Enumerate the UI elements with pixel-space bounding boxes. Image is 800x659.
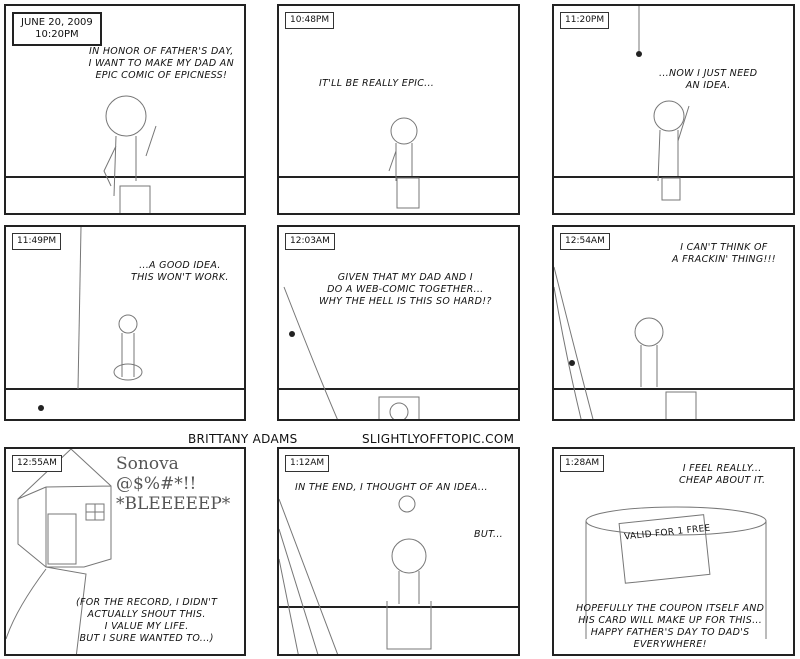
timestamp: 10:48PM xyxy=(285,12,335,29)
caption: ...A GOOD IDEA. THIS WON'T WORK. xyxy=(131,260,229,283)
panel-6-drawing xyxy=(554,266,793,419)
timestamp: 12:54AM xyxy=(560,233,610,250)
panel-8-drawing xyxy=(279,495,518,654)
timestamp: 1:28AM xyxy=(560,455,605,472)
caption: ...NOW I JUST NEED AN IDEA. xyxy=(659,68,758,91)
caption-2: HOPEFULLY THE COUPON ITSELF AND HIS CARD… xyxy=(576,603,765,650)
timestamp: 12:55AM xyxy=(12,455,62,472)
caption: (FOR THE RECORD, I DIDN'T ACTUALLY SHOUT… xyxy=(76,597,218,644)
panel-8: 1:12AM IN THE END, I THOUGHT OF AN IDEA.… xyxy=(277,447,520,656)
caption: I CAN'T THINK OF A FRACKIN' THING!!! xyxy=(672,242,776,265)
timestamp: 1:12AM xyxy=(285,455,330,472)
panel-6: 12:54AM I CAN'T THINK OF A FRACKIN' THIN… xyxy=(552,225,795,421)
caption: I FEEL REALLY... CHEAP ABOUT IT. xyxy=(679,463,766,486)
panel-9: 1:28AM I FEEL REALLY... CHEAP ABOUT IT. … xyxy=(552,447,795,656)
timestamp: 11:49PM xyxy=(12,233,62,250)
caption: IN HONOR OF FATHER'S DAY, I WANT TO MAKE… xyxy=(88,46,234,81)
scrawled-curse: Sonova @$%#*!! *BLEEEEEP* xyxy=(116,454,231,514)
panel-1-drawing xyxy=(6,95,244,213)
panel-9-drawing xyxy=(585,506,767,639)
caption: GIVEN THAT MY DAD AND I DO A WEB-COMIC T… xyxy=(319,272,492,307)
panel-7: 12:55AM Sonova @$%#*!! *BLEEEEEP* (FOR T… xyxy=(4,447,246,656)
site-credit: SLIGHTLYOFFTOPIC.COM xyxy=(362,432,515,446)
panel-2-drawing xyxy=(279,117,518,209)
panel-7-drawing xyxy=(6,449,112,654)
author-credit: BRITTANY ADAMS xyxy=(188,432,298,446)
panel-4: 11:49PM ...A GOOD IDEA. THIS WON'T WORK. xyxy=(4,225,246,421)
time-label: 10:20PM xyxy=(35,29,79,40)
timestamp: 12:03AM xyxy=(285,233,335,250)
caption: IT'LL BE REALLY EPIC... xyxy=(319,78,435,89)
panel-5: 12:03AM GIVEN THAT MY DAD AND I DO A WEB… xyxy=(277,225,520,421)
panel-3-drawing xyxy=(554,6,793,201)
caption-2: BUT... xyxy=(474,529,504,540)
caption: IN THE END, I THOUGHT OF AN IDEA... xyxy=(295,482,488,493)
panel-2: 10:48PM IT'LL BE REALLY EPIC... xyxy=(277,4,520,215)
panel-5-drawing xyxy=(279,286,518,419)
date-label: JUNE 20, 2009 xyxy=(21,17,93,28)
panel-3: 11:20PM ...NOW I JUST NEED AN IDEA. xyxy=(552,4,795,215)
panel-4-drawing xyxy=(6,227,244,411)
timestamp: 11:20PM xyxy=(560,12,610,29)
